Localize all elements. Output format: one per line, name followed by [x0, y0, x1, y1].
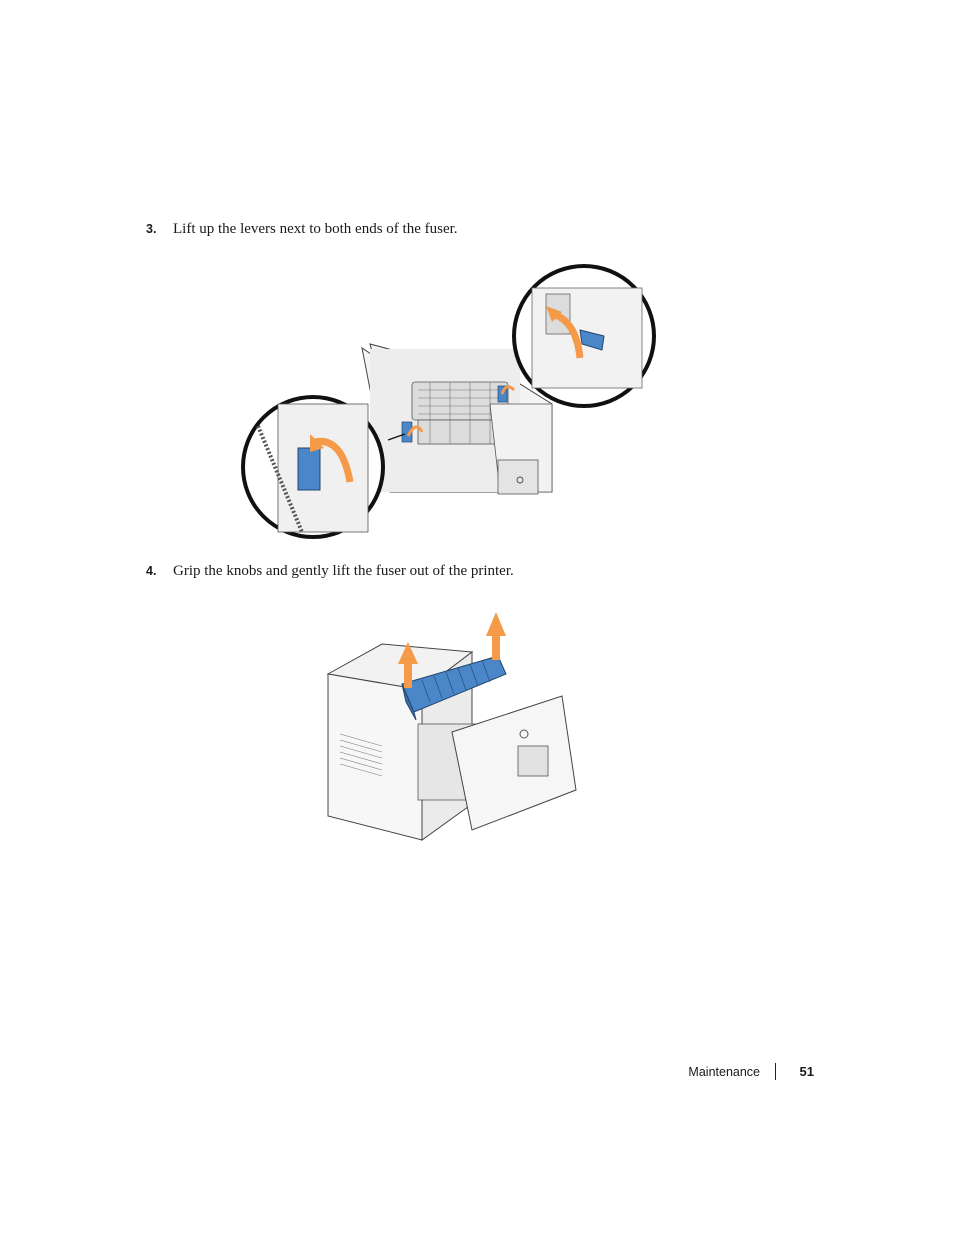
fuser-unit	[401, 655, 507, 721]
page-number: 51	[799, 1064, 814, 1079]
footer-divider	[775, 1063, 776, 1080]
printer-fuser-removal-illustration	[326, 612, 577, 841]
lift-arrow	[398, 612, 506, 688]
step-4: 4. Grip the knobs and gently lift the fus…	[146, 562, 514, 580]
front-door	[451, 695, 577, 831]
fuser-unit	[411, 381, 509, 445]
step-3: 3. Lift up the levers next to both ends o…	[146, 220, 458, 238]
footer-section-title: Maintenance	[688, 1065, 760, 1079]
step-number: 3.	[146, 222, 157, 236]
left-zoom-callout	[241, 395, 385, 539]
step-text: Grip the knobs and gently lift the fuser…	[173, 563, 514, 579]
right-zoom-callout	[512, 264, 656, 408]
step-text: Lift up the levers next to both ends of …	[173, 221, 458, 237]
printer-fuser-levers-illustration	[241, 264, 656, 539]
page-footer: Maintenance 51	[600, 1063, 814, 1081]
step-number: 4.	[146, 564, 157, 578]
